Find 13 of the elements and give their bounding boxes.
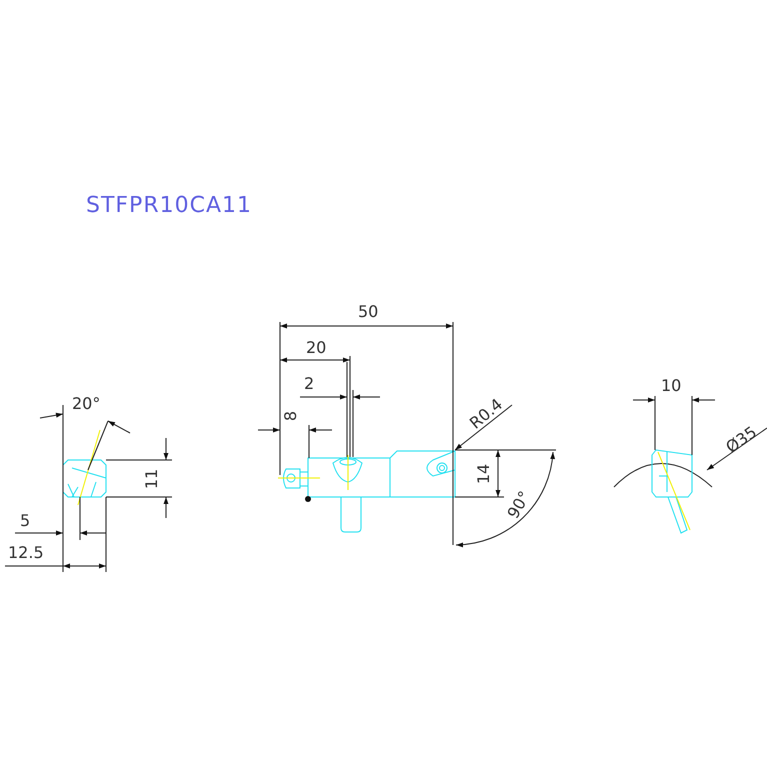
- dimension-value: 12.5: [8, 545, 44, 561]
- dimension-value: 8: [283, 410, 300, 422]
- dimension-value: 2: [304, 376, 314, 392]
- dimension-value: 50: [358, 304, 378, 320]
- dimension-value: 11: [144, 468, 160, 490]
- part-code: STFPR10CA11: [86, 193, 252, 218]
- dimension-value: 5: [20, 513, 30, 529]
- dimension-value: 90°: [505, 488, 534, 522]
- dimension-value: Ø35: [723, 424, 760, 456]
- dimension-value: 20: [306, 340, 326, 356]
- dimension-value: 14: [476, 464, 492, 484]
- dimension-value: 10: [661, 378, 682, 394]
- dimension-value: 20°: [72, 396, 100, 412]
